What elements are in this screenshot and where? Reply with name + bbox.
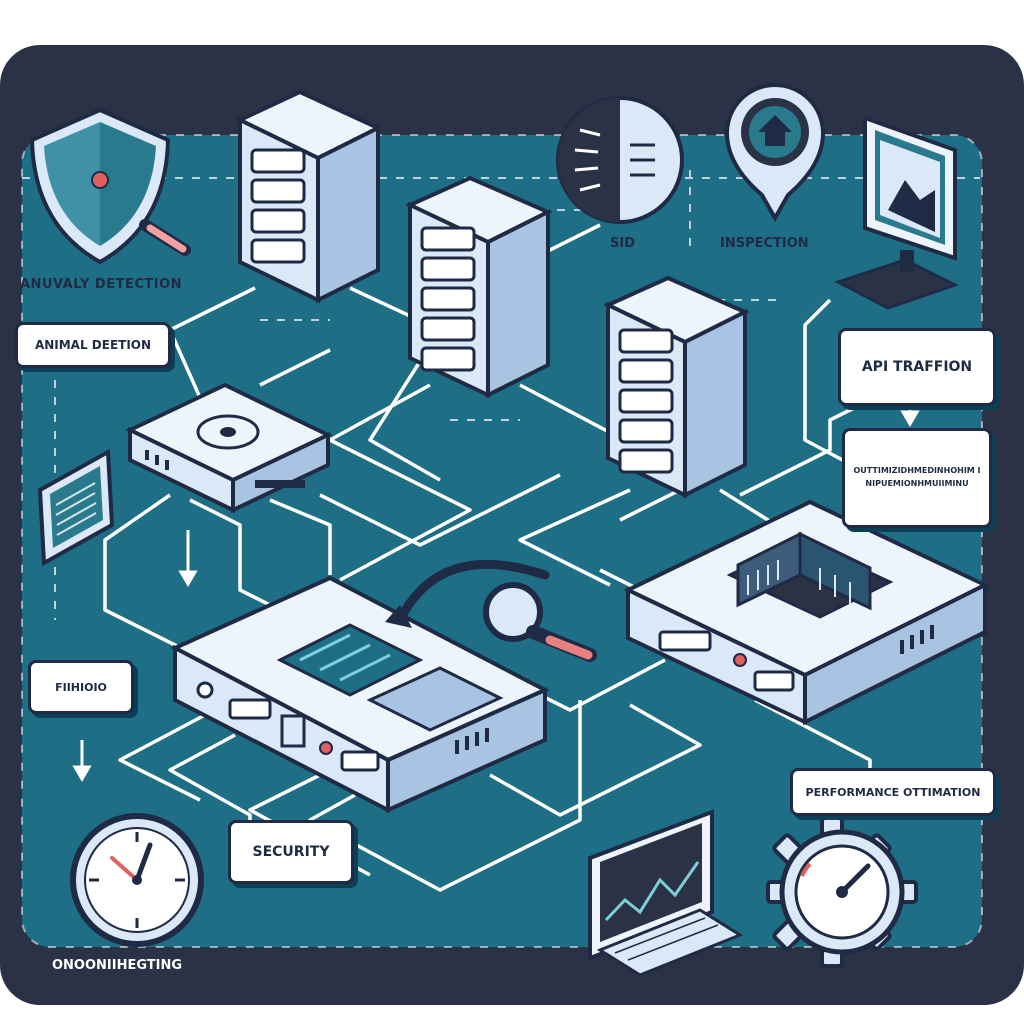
api-traffic-tag: API TRAFFION [838,328,996,406]
sid-label: SID [610,236,635,251]
location-pin-icon [724,82,826,223]
server-icon [405,175,553,399]
security-text: SECURITY [252,844,330,860]
server-icon [235,89,383,304]
clock-icon [70,813,204,947]
shield-icon [29,107,171,265]
monitor-icon [834,115,959,310]
board-border [21,134,983,948]
curved-arrow-head [385,605,412,628]
security-tag: SECURITY [228,820,354,884]
tablet-icon [37,448,115,567]
api-traffic-text: API TRAFFION [861,359,973,375]
gear-icon [766,816,918,968]
performance-text: PERFORMANCE OTTIMATION [805,785,981,799]
anomaly-detection-label: ANUVALY DETECTION [20,277,183,292]
inspection-label: INSPECTION [720,236,809,251]
firewall-tag: FIIHIOIO [28,660,134,714]
magnifier-icon [483,582,597,662]
chip-icon [726,531,894,619]
magnifier-icon [139,219,191,256]
server-icon [603,275,750,499]
optimization-tag: OUTTIMIZIDHMEDINHOHIM INIPUEMIONHMUIIMIN… [842,428,992,528]
firewall-text: FIIHIOIO [55,680,107,694]
curved-arrow [395,559,550,625]
performance-tag: PERFORMANCE OTTIMATION [790,768,996,816]
monitoring-label: ONOONIIHEGTING [52,958,183,973]
network-switch-icon [170,575,550,814]
animal-detection-tag: ANIMAL DEETION [15,322,171,368]
router-icon [125,382,333,514]
animal-detection-text: ANIMAL DEETION [34,338,152,352]
monitor-icon [588,809,744,977]
optimization-text: OUTTIMIZIDHMEDINHOHIM INIPUEMIONHMUIIMIN… [853,466,981,488]
gauge-icon [556,96,684,224]
